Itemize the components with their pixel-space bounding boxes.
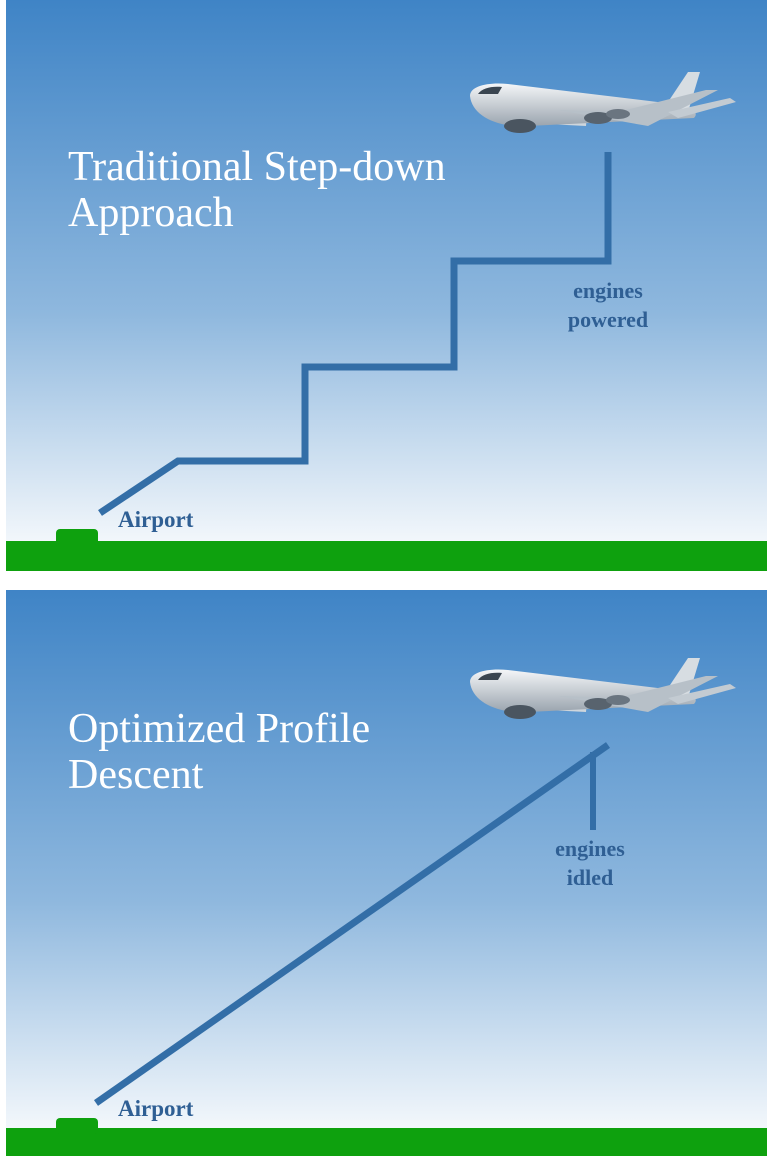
panel-title-line2: Descent xyxy=(68,752,204,798)
continuous-descent-flight-path xyxy=(93,742,611,1106)
airliner-icon xyxy=(470,72,736,133)
step-down-flight-path xyxy=(98,152,612,516)
engine-status-label-line1: engines xyxy=(555,836,625,861)
optimized-descent-diagram: Optimized Profile Descent engines idled … xyxy=(6,590,767,1156)
sky-background xyxy=(6,590,767,1156)
engine-status-label-line2: idled xyxy=(567,865,613,890)
panel-title-line2: Approach xyxy=(68,190,234,236)
panel-title-line1: Traditional Step-down xyxy=(68,144,446,190)
airport-building-icon xyxy=(56,529,98,545)
engine-status-label-line1: engines xyxy=(573,278,643,303)
engine-status-label-line2: powered xyxy=(568,307,648,332)
ground-strip xyxy=(6,1128,767,1156)
step-down-approach-panel: Traditional Step-down Approach engines p… xyxy=(0,0,767,571)
panel-title-line1: Optimized Profile xyxy=(68,706,370,752)
sky-background xyxy=(6,0,767,571)
airport-label: Airport xyxy=(118,1096,194,1121)
airliner-icon xyxy=(470,658,736,719)
optimized-profile-descent-panel: Optimized Profile Descent engines idled … xyxy=(0,590,767,1156)
airport-building-icon xyxy=(56,1118,98,1134)
ground-strip xyxy=(6,541,767,571)
step-down-diagram: Traditional Step-down Approach engines p… xyxy=(6,0,767,571)
airport-label: Airport xyxy=(118,507,194,532)
